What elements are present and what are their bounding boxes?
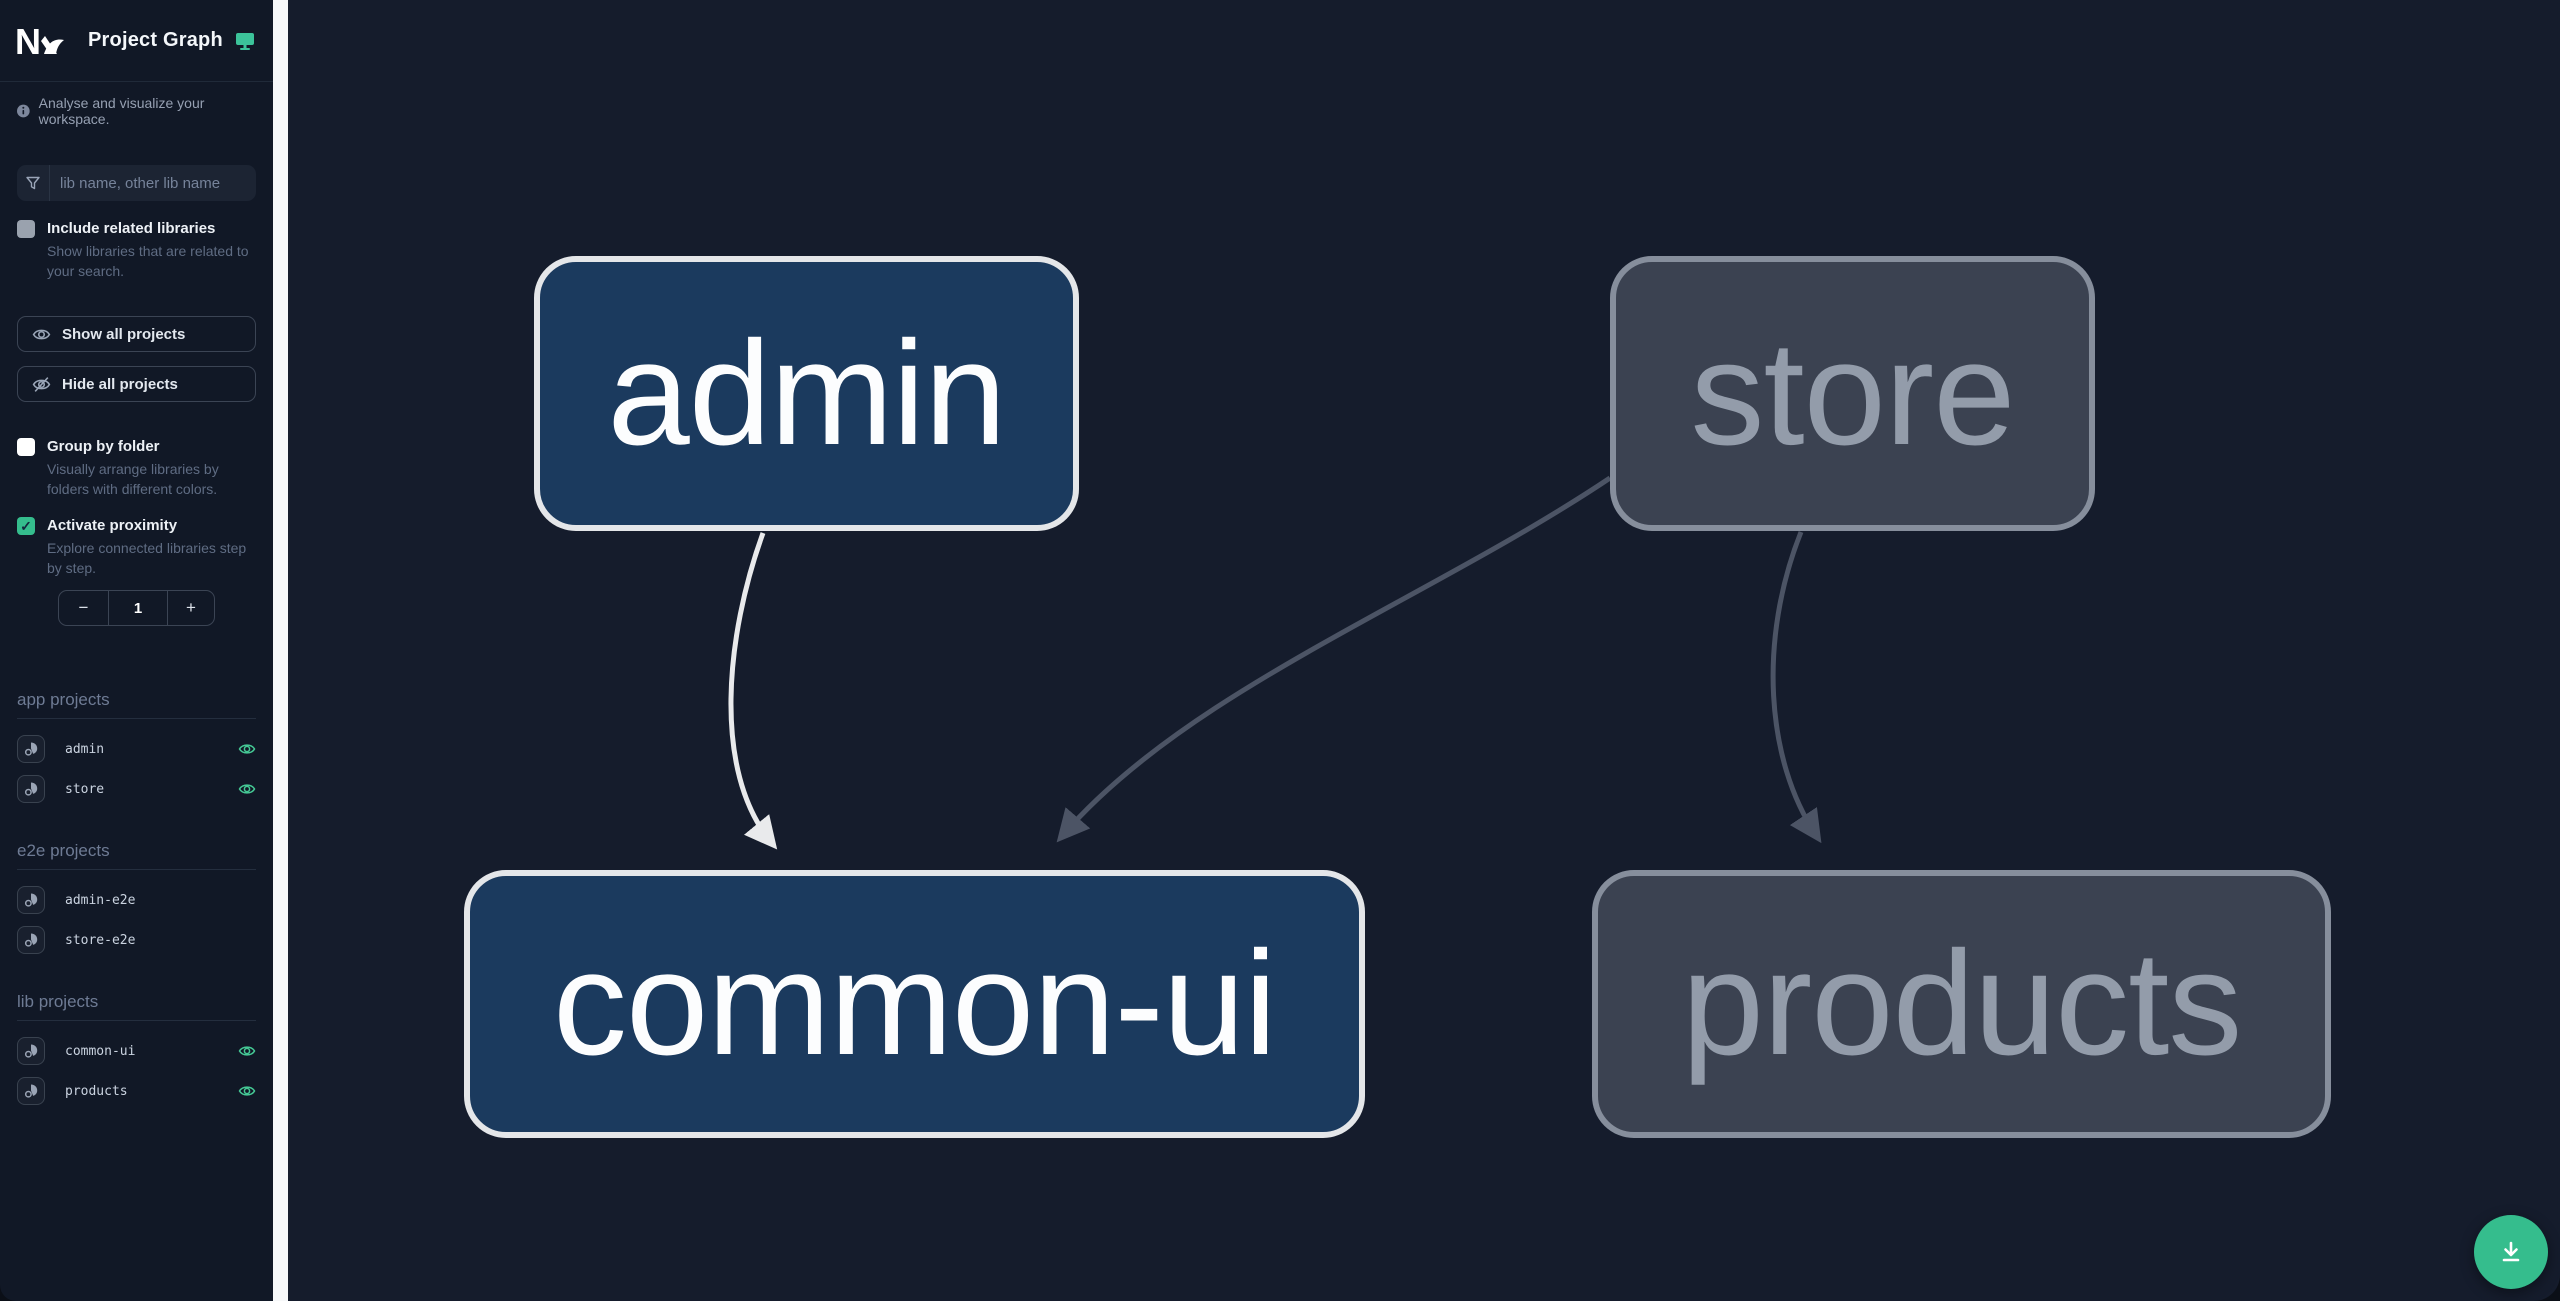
focus-icon (24, 933, 38, 947)
toggle-project-visibility-button[interactable] (238, 1042, 256, 1060)
edge-store-to-products[interactable] (1770, 531, 1822, 844)
graph-node-store[interactable]: store (1610, 256, 2095, 531)
graph-canvas[interactable]: admin store common-ui products (288, 0, 2560, 1301)
proximity-decrement-button[interactable]: − (59, 591, 108, 625)
monitor-icon (236, 32, 254, 50)
dependency-edges (728, 475, 1822, 850)
eye-visible-icon (238, 784, 256, 794)
project-name: admin-e2e (65, 892, 136, 908)
project-row-admin-e2e: admin-e2e (17, 880, 256, 920)
project-row-admin: admin (17, 729, 256, 769)
page-title: Project Graph (88, 29, 223, 51)
graph-node-common-ui[interactable]: common-ui (464, 870, 1365, 1138)
edge-store-to-common-ui[interactable] (1056, 475, 1612, 843)
info-icon (17, 104, 30, 118)
section-app-projects: app projects admin (17, 690, 256, 809)
eye-icon (32, 329, 51, 339)
filter-icon (17, 165, 50, 201)
focus-project-button[interactable] (17, 1077, 45, 1105)
download-icon (2502, 1241, 2520, 1262)
search-input[interactable] (50, 165, 256, 201)
activate-proximity-description: Explore connected libraries step by step… (47, 540, 247, 576)
node-label: admin (607, 310, 1006, 476)
svg-text:N: N (17, 24, 39, 58)
search-box (17, 165, 256, 201)
group-by-folder-checkbox[interactable] (17, 438, 35, 456)
download-graph-button[interactable] (2474, 1215, 2548, 1289)
toggle-project-visibility-button[interactable] (238, 740, 256, 758)
node-label: products (1681, 921, 2243, 1086)
project-name: store-e2e (65, 932, 136, 948)
show-all-projects-button[interactable]: Show all projects (17, 316, 256, 352)
group-by-folder-description: Visually arrange libraries by folders wi… (47, 461, 219, 497)
activate-proximity-checkbox-row: Activate proximity Explore connected lib… (17, 516, 256, 578)
include-related-checkbox-row: Include related libraries Show libraries… (17, 219, 256, 281)
eye-visible-icon (238, 1086, 256, 1096)
node-label: store (1690, 310, 2015, 476)
eye-visible-icon (238, 1046, 256, 1056)
graph-node-admin[interactable]: admin (534, 256, 1079, 531)
node-label: common-ui (553, 921, 1277, 1086)
project-row-common-ui: common-ui (17, 1031, 256, 1071)
group-by-folder-checkbox-row: Group by folder Visually arrange librari… (17, 437, 256, 499)
focus-icon (24, 893, 38, 907)
activate-proximity-checkbox[interactable] (17, 517, 35, 535)
hide-all-projects-button[interactable]: Hide all projects (17, 366, 256, 402)
section-e2e-projects: e2e projects admin-e2e (17, 841, 256, 960)
proximity-stepper: − 1 + (58, 590, 215, 626)
focus-icon (24, 742, 38, 756)
sidebar: N Project Graph Analyse and visualize yo… (0, 0, 273, 1301)
focus-project-button[interactable] (17, 926, 45, 954)
section-lib-projects: lib projects common-ui (17, 992, 256, 1111)
project-row-store: store (17, 769, 256, 809)
section-title: e2e projects (17, 841, 256, 870)
group-by-folder-label: Group by folder (47, 438, 160, 455)
sidebar-header: N Project Graph (0, 0, 273, 82)
project-name: admin (65, 741, 105, 757)
focus-project-button[interactable] (17, 1037, 45, 1065)
focus-icon (24, 1044, 38, 1058)
focus-project-button[interactable] (17, 735, 45, 763)
project-row-store-e2e: store-e2e (17, 920, 256, 960)
focus-project-button[interactable] (17, 886, 45, 914)
workspace-tagline: Analyse and visualize your workspace. (17, 95, 256, 127)
focus-icon (24, 1084, 38, 1098)
eye-off-icon (32, 376, 51, 392)
toggle-project-visibility-button[interactable] (238, 780, 256, 798)
activate-proximity-label: Activate proximity (47, 517, 178, 534)
include-related-description: Show libraries that are related to your … (47, 243, 249, 279)
section-title: lib projects (17, 992, 256, 1021)
proximity-value: 1 (108, 591, 168, 625)
project-name: common-ui (65, 1043, 136, 1059)
focus-icon (24, 782, 38, 796)
include-related-checkbox[interactable] (17, 220, 35, 238)
project-row-products: products (17, 1071, 256, 1111)
eye-visible-icon (238, 744, 256, 754)
section-title: app projects (17, 690, 256, 719)
include-related-label: Include related libraries (47, 220, 216, 237)
graph-node-products[interactable]: products (1592, 870, 2331, 1138)
sidebar-divider (273, 0, 288, 1301)
project-name: store (65, 781, 105, 797)
toggle-project-visibility-button[interactable] (238, 1082, 256, 1100)
edge-admin-to-common-ui[interactable] (728, 532, 778, 850)
proximity-increment-button[interactable]: + (168, 591, 214, 625)
nx-logo-icon: N (17, 24, 64, 58)
focus-project-button[interactable] (17, 775, 45, 803)
theme-monitor-button[interactable] (234, 30, 256, 52)
project-name: products (65, 1083, 128, 1099)
